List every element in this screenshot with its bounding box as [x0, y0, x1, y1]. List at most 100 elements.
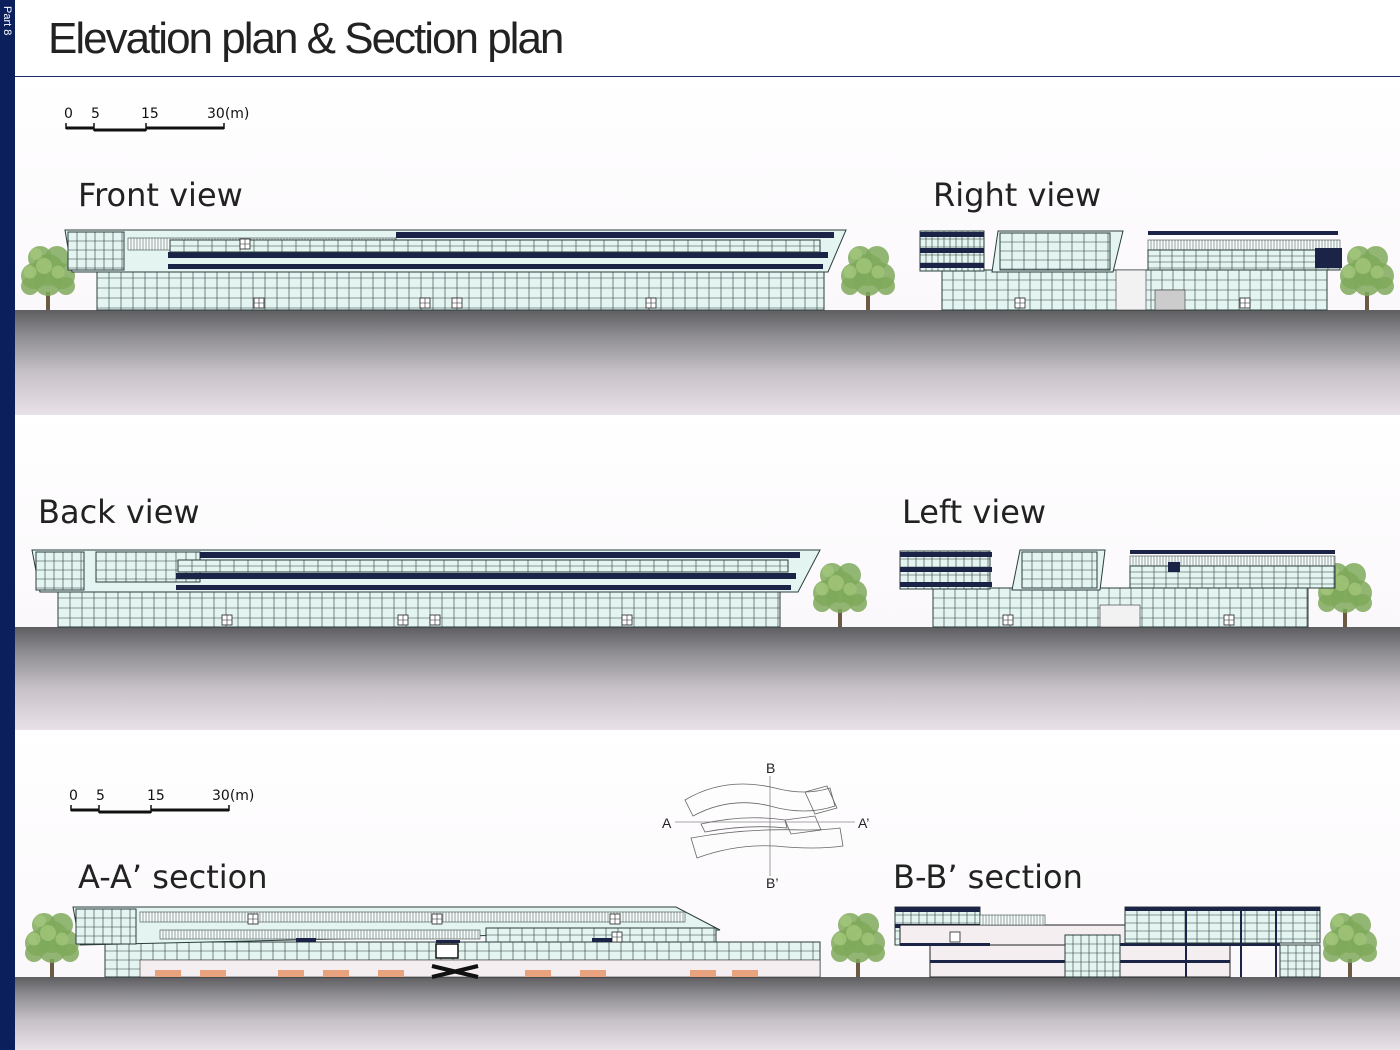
- glass-facade: [1064, 934, 1121, 978]
- door-frame: [240, 239, 250, 249]
- key-label-a: A: [662, 815, 672, 831]
- mullion-grid: [170, 240, 820, 252]
- mullion-grid: [36, 552, 84, 590]
- tree-trunk: [856, 959, 860, 977]
- title-rule: [15, 76, 1400, 77]
- glass-facade: [999, 232, 1111, 271]
- tree-icon: [1370, 265, 1384, 279]
- bb-section-label: B-B’ section: [893, 858, 1083, 896]
- entrance: [1099, 604, 1141, 628]
- section-cut: [525, 970, 551, 977]
- tree-icon: [27, 932, 41, 946]
- tree-icon: [861, 932, 875, 946]
- dark-band: [920, 263, 984, 268]
- tree-icon: [36, 258, 52, 274]
- tree-icon: [1354, 594, 1372, 612]
- tree-icon: [1338, 925, 1354, 941]
- door-frame: [1015, 298, 1025, 308]
- key-label-a-prime: A’: [858, 815, 869, 831]
- glass-facade: [1129, 565, 1336, 589]
- tree-icon: [57, 277, 75, 295]
- railing-bars: [142, 912, 684, 922]
- mullion-grid: [68, 232, 124, 270]
- mullion-grid: [1280, 945, 1320, 977]
- tree-icon: [849, 594, 867, 612]
- door-frame: [610, 914, 620, 924]
- mullion-grid: [486, 928, 716, 942]
- tree-icon: [828, 575, 844, 591]
- back-view-label: Back view: [38, 493, 200, 531]
- scale-bar: 0 5 15 30(m): [64, 106, 254, 132]
- mullion-grid: [1022, 552, 1097, 588]
- tree-icon: [51, 265, 65, 279]
- dark-band: [436, 940, 460, 943]
- mullion-grid: [58, 588, 780, 627]
- tree-icon: [1323, 944, 1341, 962]
- tree-icon: [877, 277, 895, 295]
- mullion-grid: [76, 909, 136, 944]
- door-frame: [646, 298, 656, 308]
- mullion-grid: [178, 560, 788, 572]
- tree-icon: [867, 944, 885, 962]
- page-title: Elevation plan & Section plan: [48, 14, 564, 63]
- tree-icon: [843, 582, 857, 596]
- dark-band: [1148, 231, 1338, 235]
- dark-band: [900, 552, 992, 557]
- tree-icon: [21, 277, 39, 295]
- front-view-label: Front view: [78, 176, 243, 214]
- tree-icon: [1359, 944, 1377, 962]
- glass-facade: [75, 908, 137, 945]
- mullion-grid: [1065, 935, 1120, 977]
- dark-band: [900, 567, 992, 572]
- tree-icon: [871, 265, 885, 279]
- tree-icon: [856, 258, 872, 274]
- dark-band: [1315, 248, 1342, 268]
- section-cut: [690, 970, 716, 977]
- tree-icon: [30, 248, 42, 260]
- door-frame: [1224, 615, 1234, 625]
- mullion-grid: [1130, 566, 1335, 588]
- tree-icon: [1340, 277, 1358, 295]
- tree-trunk: [1343, 609, 1347, 627]
- door-frame: [452, 298, 462, 308]
- tree-trunk: [866, 292, 870, 310]
- tree-icon: [1342, 265, 1356, 279]
- door-frame: [398, 615, 408, 625]
- door-frame: [1240, 298, 1250, 308]
- ground-strip: [15, 627, 1400, 730]
- section-cut: [580, 970, 606, 977]
- tree-icon: [25, 944, 43, 962]
- aa-section-label: A-A’ section: [78, 858, 268, 896]
- dark-band: [168, 264, 823, 269]
- door-frame: [612, 932, 622, 942]
- tree-icon: [40, 925, 56, 941]
- door-frame: [254, 298, 264, 308]
- dark-band: [1240, 910, 1242, 977]
- dark-band: [592, 938, 612, 942]
- lift-cabin: [435, 943, 459, 959]
- tree-icon: [1325, 932, 1339, 946]
- tree-trunk: [46, 292, 50, 310]
- key-label-b: B: [766, 760, 775, 776]
- left-view-label: Left view: [902, 493, 1047, 531]
- door-frame: [622, 615, 632, 625]
- dark-band: [176, 585, 791, 590]
- tree-icon: [1376, 277, 1394, 295]
- door-frame: [222, 615, 232, 625]
- tree-icon: [1353, 932, 1367, 946]
- door: [949, 931, 961, 943]
- dark-band: [1125, 907, 1320, 911]
- glass-facade: [1124, 906, 1321, 944]
- door-frame: [1003, 615, 1013, 625]
- section-cut: [278, 970, 304, 977]
- right-view-label: Right view: [933, 176, 1102, 214]
- tree-icon: [841, 277, 859, 295]
- scale-bar: 0 5 15 30(m): [69, 788, 259, 814]
- tree-icon: [813, 594, 831, 612]
- key-label-b-prime: B’: [766, 875, 778, 891]
- railing-bars: [1132, 556, 1335, 566]
- railing: [159, 929, 481, 940]
- dark-band: [900, 943, 990, 946]
- door-frame: [420, 298, 430, 308]
